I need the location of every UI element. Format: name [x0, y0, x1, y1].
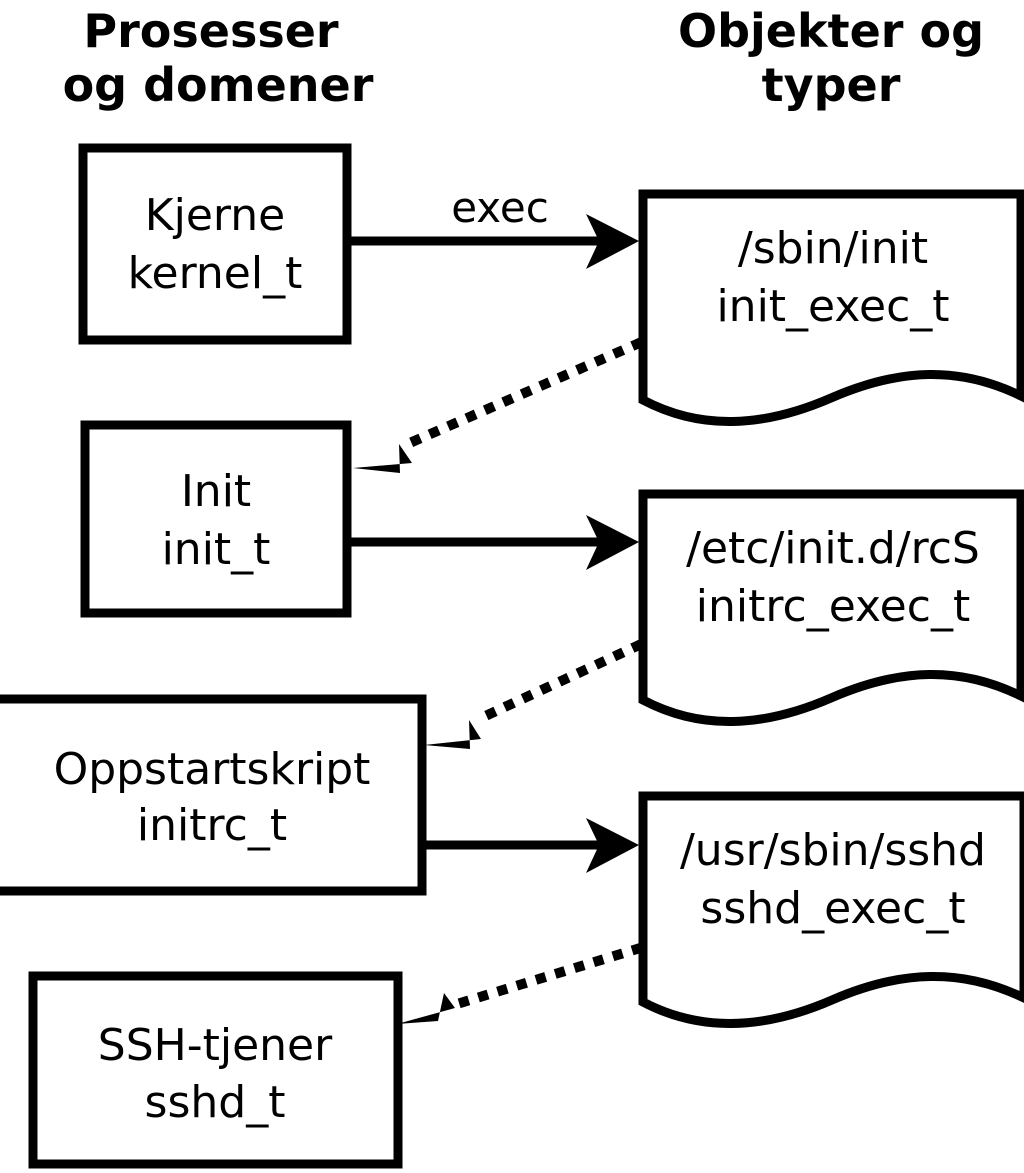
edge-initrc-to-sshd-exec-arrowhead [586, 818, 639, 873]
header-right-line1: Objekter og [678, 4, 984, 58]
edge-initrc-exec-to-initrc [424, 639, 644, 749]
node-sshd[interactable]: SSH-tjener sshd_t [28, 971, 403, 1169]
node-init[interactable]: Init init_t [80, 420, 352, 618]
edge-init-exec-to-init [353, 337, 644, 473]
node-initrc[interactable]: Oppstartskript initrc_t [0, 694, 427, 896]
node-init-exec-line2: init_exec_t [716, 281, 949, 332]
column-header-left: Prosesser og domener [63, 4, 374, 112]
edge-init-to-initrc-exec-arrowhead [586, 515, 639, 570]
node-sshd-exec-line1: /usr/sbin/sshd [680, 825, 986, 876]
edge-init-to-initrc-exec [347, 515, 639, 570]
node-sshd-exec[interactable]: /usr/sbin/sshd sshd_exec_t [638, 791, 1024, 1028]
edge-kernel-to-init-exec-arrowhead [586, 214, 639, 269]
edge-sshd-exec-to-sshd-line [450, 942, 644, 1011]
edge-kernel-to-init-exec: exec [347, 183, 639, 269]
node-sshd-exec-shape[interactable] [638, 791, 1024, 1028]
node-init-box[interactable] [80, 420, 352, 618]
node-initrc-line1: Oppstartskript [54, 744, 371, 795]
edge-sshd-exec-to-sshd [397, 942, 644, 1024]
node-initrc-line2: initrc_t [137, 800, 287, 851]
node-sshd-exec-line2: sshd_exec_t [700, 883, 965, 934]
edge-initrc-exec-to-initrc-arrowhead [424, 720, 481, 749]
node-kernel-line2: kernel_t [128, 248, 303, 299]
node-initrc-exec[interactable]: /etc/init.d/rcS initrc_exec_t [638, 489, 1024, 726]
node-sshd-line1: SSH-tjener [98, 1020, 333, 1071]
node-init-exec[interactable]: /sbin/init init_exec_t [638, 189, 1024, 426]
edge-init-exec-to-init-arrowhead [353, 444, 412, 473]
node-init-exec-shape[interactable] [638, 189, 1024, 426]
node-kernel-box[interactable] [78, 143, 352, 345]
node-initrc-exec-line2: initrc_exec_t [696, 581, 970, 632]
edge-label-exec: exec [451, 183, 549, 232]
edge-initrc-to-sshd-exec [422, 818, 639, 873]
node-init-line1: Init [181, 466, 251, 517]
edge-init-exec-to-init-line [405, 337, 644, 449]
edge-sshd-exec-to-sshd-arrowhead [397, 993, 455, 1024]
node-init-exec-line1: /sbin/init [738, 223, 928, 274]
node-kernel[interactable]: Kjerne kernel_t [78, 143, 352, 345]
node-kernel-line1: Kjerne [145, 190, 285, 241]
header-right-line2: typer [762, 58, 901, 112]
node-initrc-box[interactable] [0, 694, 427, 896]
node-sshd-box[interactable] [28, 971, 403, 1169]
node-sshd-line2: sshd_t [145, 1077, 286, 1128]
node-initrc-exec-line1: /etc/init.d/rcS [686, 523, 980, 574]
edge-initrc-exec-to-initrc-line [474, 639, 644, 725]
node-init-line2: init_t [162, 524, 271, 575]
column-header-right: Objekter og typer [678, 4, 984, 112]
node-initrc-exec-shape[interactable] [638, 489, 1024, 726]
header-left-line2: og domener [63, 58, 374, 112]
header-left-line1: Prosesser [83, 4, 339, 58]
